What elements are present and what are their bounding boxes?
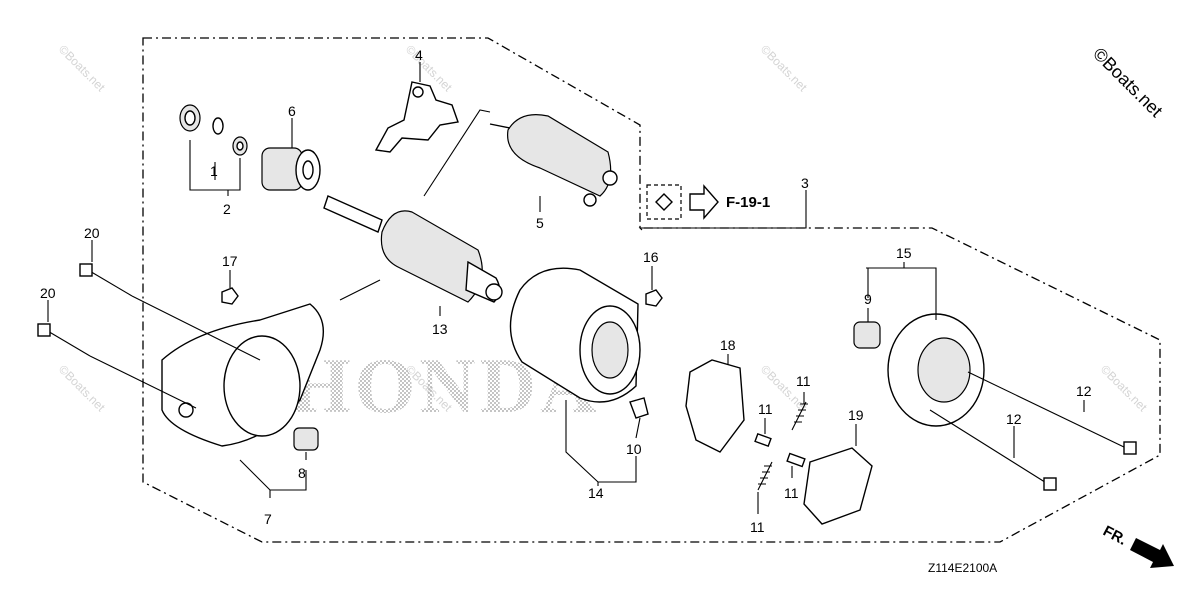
bolt-head-12b	[1043, 477, 1057, 491]
diagram-code: Z114E2100A	[928, 561, 997, 575]
callout-20a: 20	[84, 225, 100, 241]
reference-nut-icon	[655, 193, 673, 211]
callout-11a: 11	[796, 373, 811, 389]
through-bolt-20b	[45, 329, 91, 357]
callout-11d: 11	[750, 519, 765, 535]
spring-11-bottom	[757, 461, 773, 491]
callout-18: 18	[720, 337, 736, 353]
callout-7: 7	[264, 511, 272, 527]
direction-arrow-icon	[1130, 538, 1174, 568]
watermark-text: ©Boats.net	[1098, 362, 1150, 414]
brush-11-b	[786, 452, 806, 468]
callout-3: 3	[801, 175, 809, 191]
through-bolt-20a	[87, 269, 133, 297]
brush-holder	[685, 359, 745, 453]
reference-box	[646, 184, 682, 220]
nut-16	[645, 289, 663, 307]
through-bolt-12a	[967, 371, 1127, 449]
reference-link[interactable]: F-19-1	[726, 194, 770, 211]
copyright-text: ©Boats.net	[1089, 44, 1166, 121]
callout-4: 4	[415, 47, 423, 63]
pinion-gear	[261, 147, 321, 191]
callouts: 4 6 1 2 3 5 20 20 17 16 13 15 9 18 11 12…	[40, 47, 1092, 535]
front-bracket	[161, 303, 324, 447]
front-direction-indicator: FR.	[1100, 523, 1174, 568]
callout-13: 13	[432, 321, 448, 337]
nut-17	[221, 287, 239, 305]
bolt-head-20a	[79, 263, 93, 277]
callout-14: 14	[588, 485, 604, 501]
callout-10: 10	[626, 441, 642, 457]
callout-8: 8	[298, 465, 306, 481]
bearing-9	[853, 321, 881, 349]
brush-clip	[629, 397, 649, 419]
solenoid	[489, 114, 618, 207]
bolt-head-12a	[1123, 441, 1137, 455]
armature	[323, 195, 503, 303]
watermark-text: ©Boats.net	[56, 42, 108, 94]
direction-label: FR.	[1100, 523, 1129, 549]
callout-17: 17	[222, 253, 238, 269]
callout-11c: 11	[784, 485, 799, 501]
callout-5: 5	[536, 215, 544, 231]
reference-arrow-icon[interactable]	[689, 184, 719, 220]
assembly-boundary	[142, 37, 1161, 543]
callout-16: 16	[643, 249, 659, 265]
watermark-text: ©Boats.net	[56, 362, 108, 414]
bolt-head-20b	[37, 323, 51, 337]
rear-cover	[887, 313, 985, 427]
callout-19: 19	[848, 407, 864, 423]
callout-11b: 11	[758, 401, 773, 417]
seal-ring-set	[179, 104, 248, 156]
leader-lines	[47, 62, 1085, 514]
bushing-8	[293, 427, 319, 451]
through-bolt-12b	[929, 409, 1049, 485]
callout-20b: 20	[40, 285, 56, 301]
insulator-plate	[803, 447, 873, 525]
callout-1: 1	[210, 163, 218, 179]
callout-9: 9	[864, 291, 872, 307]
yoke-housing	[509, 267, 641, 403]
shift-lever	[374, 81, 459, 153]
brush-11-a	[754, 432, 772, 448]
callout-2: 2	[223, 201, 231, 217]
callout-12b: 12	[1006, 411, 1022, 427]
watermark-text: ©Boats.net	[758, 42, 810, 94]
callout-6: 6	[288, 103, 296, 119]
callout-12a: 12	[1076, 383, 1092, 399]
callout-15: 15	[896, 245, 912, 261]
